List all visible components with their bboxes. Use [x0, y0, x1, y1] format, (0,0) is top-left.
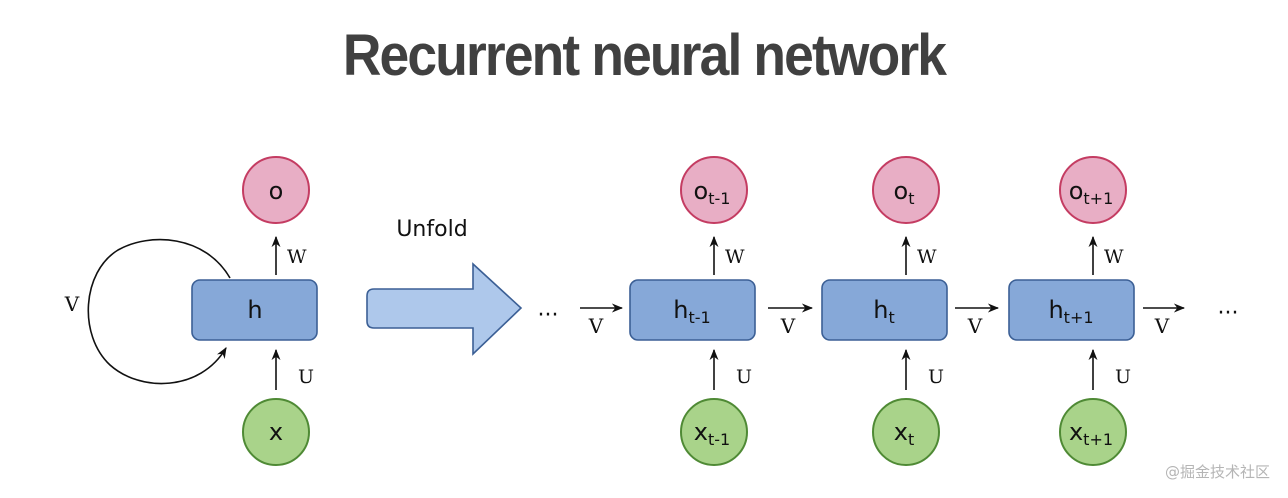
input-node-label: xt [894, 418, 914, 449]
leading-recurrent-weight-label: V [588, 314, 604, 338]
recurrent-weight-label: V [64, 292, 80, 316]
folded-network: V o W h U x [64, 156, 318, 466]
output-node [872, 156, 940, 224]
leading-ellipsis: ··· [538, 303, 559, 328]
output-node-label: ot-1 [694, 177, 731, 208]
input-node-label: x [269, 418, 283, 446]
output-weight-label: W [917, 246, 937, 268]
input-node-label: xt+1 [1069, 418, 1113, 449]
input-node [1059, 398, 1127, 466]
unfold-arrow [366, 262, 523, 356]
input-node [680, 398, 748, 466]
unfolded-network: ··· V ot-1 W ht-1 U xt-1 V ot W ht U [538, 156, 1239, 466]
time-step-t-minus-1: ot-1 W ht-1 U xt-1 [629, 156, 756, 466]
hidden-node [821, 279, 948, 341]
output-node-label: ot+1 [1069, 177, 1114, 208]
hidden-node [629, 279, 756, 341]
hidden-node-label: ht+1 [1048, 296, 1093, 327]
output-node-label: ot [894, 177, 915, 208]
hidden-node-label: ht-1 [673, 296, 710, 327]
output-node [1059, 156, 1127, 224]
output-node [680, 156, 748, 224]
hidden-node [191, 279, 318, 341]
output-node [242, 156, 310, 224]
trailing-recurrent-weight-label: V [1154, 314, 1170, 338]
time-step-t: ot W ht U xt [821, 156, 948, 466]
hidden-node [1008, 279, 1135, 341]
hidden-node-label: ht [873, 296, 895, 327]
input-weight-label: U [298, 366, 314, 388]
output-weight-label: W [1104, 246, 1124, 268]
output-node-label: o [269, 177, 284, 205]
recurrent-weight-label-1: V [780, 314, 796, 338]
input-weight-label: U [928, 366, 944, 388]
input-node [242, 398, 310, 466]
unfold-label: Unfold [396, 217, 467, 242]
recurrent-weight-label-2: V [967, 314, 983, 338]
input-weight-label: U [1115, 366, 1131, 388]
watermark: @掘金技术社区 [1164, 463, 1270, 481]
output-weight-label: W [725, 246, 745, 268]
input-node-label: xt-1 [694, 418, 730, 449]
hidden-node-label: h [247, 296, 262, 324]
unfold-section: Unfold [366, 217, 523, 356]
input-weight-label: U [736, 366, 752, 388]
recurrent-loop-arrow [87, 238, 231, 385]
diagram-title: Recurrent neural network [342, 23, 947, 88]
output-weight-label: W [287, 246, 307, 268]
trailing-ellipsis: ··· [1218, 301, 1239, 326]
input-node [872, 398, 940, 466]
time-step-t-plus-1: ot+1 W ht+1 U xt+1 [1008, 156, 1135, 466]
